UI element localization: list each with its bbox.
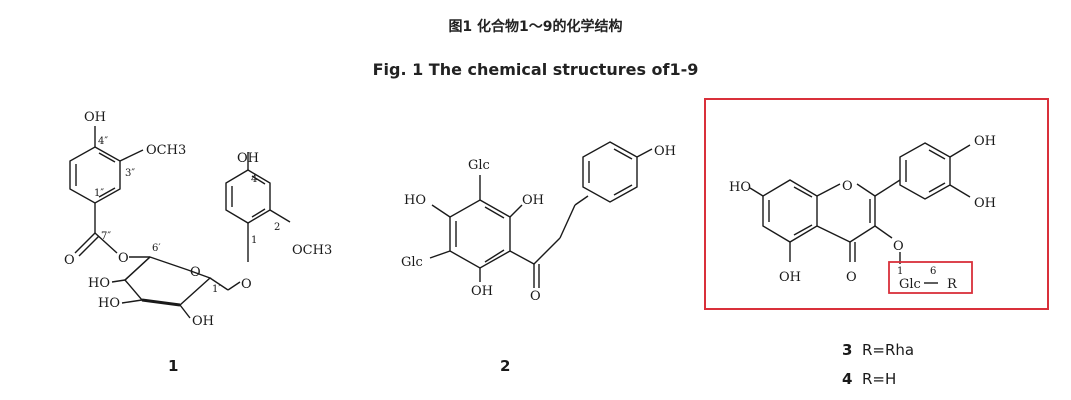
- label-o: O: [846, 270, 857, 285]
- compound-2-structure: [429, 141, 653, 288]
- compound-4-substituent: R=H: [862, 370, 896, 388]
- compound-2-labels: Glc HO OH Glc OH O OH 2: [401, 144, 676, 375]
- compound-3-substituent: R=Rha: [862, 341, 914, 359]
- compound-4-number: 4: [842, 370, 852, 388]
- label-position: 1′: [212, 284, 221, 295]
- label-methoxy: OCH3: [146, 143, 186, 158]
- label-oh: OH: [192, 314, 214, 329]
- label-position: 6′: [152, 243, 161, 254]
- label-position: 1: [897, 266, 903, 277]
- label-o: O: [893, 239, 904, 254]
- compound-3-number: 3: [842, 341, 852, 359]
- label-position: 2: [274, 222, 280, 233]
- label-ho: HO: [729, 180, 751, 195]
- label-position: 3″: [125, 168, 135, 179]
- label-oh: OH: [654, 144, 676, 159]
- label-oh: OH: [522, 193, 544, 208]
- label-o: O: [118, 251, 129, 266]
- compound-1-labels: OH 4″ OCH3 3″ 1″ 7″ O O 6′ OH 4 2 OCH3 1…: [64, 110, 332, 375]
- label-o: O: [190, 265, 201, 280]
- figure-caption-zh: 图1 化合物1～9的化学结构: [448, 19, 623, 35]
- label-o: O: [64, 253, 75, 268]
- label-position: 1″: [94, 188, 104, 199]
- label-position: 6: [930, 266, 936, 277]
- label-oh: OH: [237, 151, 259, 166]
- label-o: O: [530, 289, 541, 304]
- figure-caption-en: Fig. 1 The chemical structures of1-9: [372, 60, 699, 79]
- label-position: 1: [251, 235, 257, 246]
- compound-34-structure: [749, 142, 973, 294]
- highlight-box: [704, 98, 1049, 310]
- label-oh: OH: [779, 270, 801, 285]
- compound-1-number: 1: [168, 357, 178, 375]
- label-o: O: [842, 179, 853, 194]
- label-methoxy: OCH3: [292, 243, 332, 258]
- label-ho: HO: [88, 276, 110, 291]
- label-ho: HO: [404, 193, 426, 208]
- label-oh: OH: [974, 196, 996, 211]
- label-glc: Glc: [468, 158, 490, 173]
- label-position: 4″: [98, 136, 108, 147]
- label-oh: OH: [974, 134, 996, 149]
- label-glc: Glc: [899, 277, 921, 292]
- label-position: 4: [251, 174, 257, 185]
- label-r: R: [947, 277, 958, 292]
- compound-2-number: 2: [500, 357, 510, 375]
- label-o: O: [241, 277, 252, 292]
- compound-34-labels: HO O OH OH O OH O 1 6 Glc R 3 R=Rha 4 R=…: [729, 134, 996, 388]
- label-oh: OH: [471, 284, 493, 299]
- compound-1-structure: [69, 126, 291, 319]
- label-oh: OH: [84, 110, 106, 125]
- label-ho: HO: [98, 296, 120, 311]
- label-glc: Glc: [401, 255, 423, 270]
- label-position: 7″: [101, 231, 111, 242]
